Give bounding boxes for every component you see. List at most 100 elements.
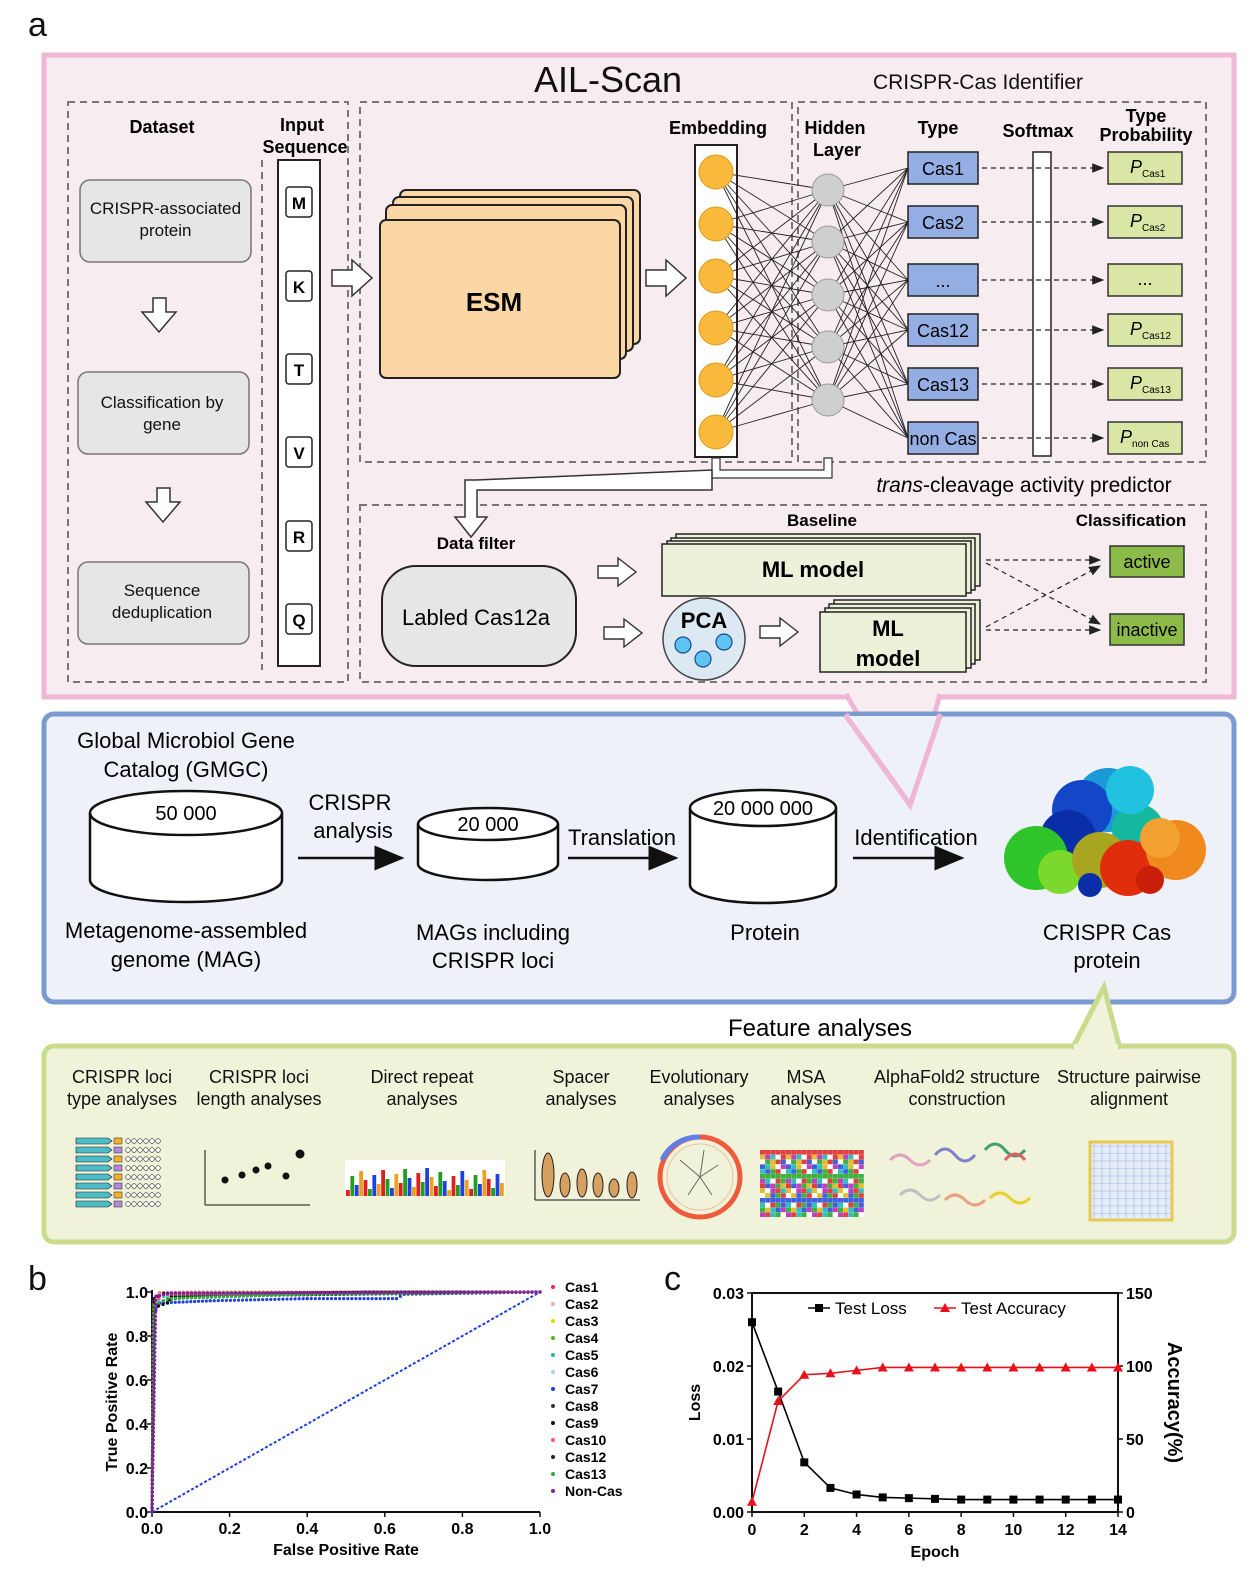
roc-point bbox=[265, 1293, 269, 1298]
roc-point bbox=[173, 1296, 178, 1300]
roc-point bbox=[314, 1291, 318, 1295]
roc-point bbox=[151, 1442, 155, 1446]
embedding-node bbox=[698, 154, 734, 190]
feature-4: Spacer analyses bbox=[545, 1067, 617, 1109]
roc-point bbox=[151, 1462, 155, 1466]
accuracy-point bbox=[956, 1362, 967, 1372]
roc-point bbox=[358, 1290, 362, 1295]
loss-y-tick-label: 0.01 bbox=[713, 1432, 744, 1449]
identifier-title: CRISPR-Cas Identifier bbox=[873, 71, 1083, 94]
type-box bbox=[907, 205, 979, 239]
roc-legend-marker bbox=[551, 1421, 555, 1425]
roc-point bbox=[154, 1294, 158, 1298]
loss-x-tick-label: 4 bbox=[852, 1522, 861, 1539]
roc-point bbox=[225, 1295, 229, 1299]
roc-point bbox=[185, 1296, 190, 1300]
type-label: Type bbox=[918, 118, 959, 138]
roc-point bbox=[153, 1346, 157, 1350]
class-active-box bbox=[1109, 545, 1185, 578]
type-label: non Cas bbox=[909, 429, 976, 449]
roc-point bbox=[382, 1297, 386, 1301]
roc-point bbox=[153, 1314, 158, 1318]
roc-point bbox=[152, 1410, 156, 1414]
roc-point bbox=[197, 1291, 202, 1295]
accuracy-point bbox=[851, 1365, 862, 1375]
arrow1-label-2: analysis bbox=[313, 818, 392, 843]
roc-point bbox=[454, 1290, 458, 1294]
roc-point bbox=[161, 1299, 165, 1303]
db-protein-value: 20 000 000 bbox=[713, 798, 813, 820]
roc-point bbox=[152, 1382, 156, 1386]
dataset-step-2: Classification by gene bbox=[100, 393, 224, 434]
prob-box bbox=[1107, 367, 1183, 401]
roc-legend-label: Cas9 bbox=[565, 1415, 599, 1431]
loss-x-label: Epoch bbox=[911, 1544, 960, 1561]
roc-point bbox=[374, 1297, 378, 1301]
roc-y-tick-label: 0.4 bbox=[126, 1417, 148, 1434]
ml-model-label-2-line1: ML bbox=[872, 616, 904, 641]
roc-point bbox=[193, 1291, 198, 1295]
roc-legend-label: Cas8 bbox=[565, 1398, 599, 1414]
loss-point bbox=[1087, 1495, 1096, 1504]
roc-point bbox=[157, 1297, 161, 1301]
roc-point bbox=[289, 1291, 294, 1295]
loss-x-tick-label: 10 bbox=[1005, 1522, 1023, 1539]
roc-legend-label: Cas2 bbox=[565, 1296, 599, 1312]
roc-point bbox=[277, 1291, 282, 1295]
embedding-node bbox=[698, 362, 734, 398]
db-mags-label-1: MAGs including bbox=[416, 920, 570, 945]
roc-point bbox=[153, 1326, 157, 1330]
roc-point bbox=[153, 1350, 157, 1354]
roc-point bbox=[285, 1291, 290, 1295]
roc-point bbox=[406, 1290, 410, 1294]
seq-letter-box bbox=[285, 353, 313, 385]
arrow1-label-1: CRISPR bbox=[308, 790, 391, 815]
roc-legend-label: Cas5 bbox=[565, 1347, 599, 1363]
acc-y-tick-label: 150 bbox=[1126, 1286, 1153, 1303]
filter-arrow bbox=[453, 469, 713, 539]
roc-point bbox=[201, 1295, 206, 1300]
roc-point bbox=[221, 1295, 225, 1299]
roc-point bbox=[213, 1291, 218, 1295]
esm-label: ESM bbox=[466, 287, 522, 317]
roc-legend-label: Cas6 bbox=[565, 1364, 599, 1380]
catalog-label-2: Catalog (GMGC) bbox=[103, 757, 268, 782]
roc-point bbox=[273, 1293, 277, 1297]
down-arrow-1 bbox=[140, 297, 178, 334]
accuracy-point bbox=[773, 1396, 784, 1406]
hidden-layer-label-2: Layer bbox=[813, 140, 861, 160]
roc-point bbox=[153, 1310, 158, 1314]
roc-point bbox=[229, 1291, 234, 1295]
protein-label-2: protein bbox=[1073, 948, 1140, 973]
roc-point bbox=[354, 1290, 358, 1295]
hidden-node bbox=[811, 173, 845, 207]
accuracy-point bbox=[1113, 1362, 1123, 1372]
roc-point bbox=[390, 1290, 394, 1295]
roc-point bbox=[228, 1298, 233, 1302]
seq-letter: R bbox=[293, 528, 305, 547]
down-arrow-2 bbox=[144, 487, 182, 524]
roc-point bbox=[466, 1290, 470, 1294]
prob-box bbox=[1107, 263, 1183, 297]
loss-x-tick-label: 14 bbox=[1109, 1522, 1127, 1539]
roc-point bbox=[277, 1297, 281, 1301]
roc-legend-marker bbox=[551, 1353, 555, 1357]
ail-scan-diagram: AIL-Scan CRISPR-Cas Identifier Dataset I… bbox=[41, 52, 1237, 1245]
roc-point bbox=[269, 1293, 273, 1297]
db-mag-label-1: Metagenome-assembled bbox=[65, 918, 307, 943]
accuracy-point bbox=[930, 1362, 940, 1372]
roc-point bbox=[318, 1291, 322, 1295]
roc-point bbox=[378, 1290, 382, 1295]
hidden-node bbox=[811, 383, 845, 417]
roc-point bbox=[269, 1297, 273, 1302]
roc-point bbox=[232, 1298, 237, 1302]
dataset-step-box-1 bbox=[79, 179, 252, 263]
roc-point bbox=[350, 1290, 354, 1295]
pca-label: PCA bbox=[681, 608, 728, 633]
roc-point bbox=[152, 1366, 157, 1370]
panel-label-a: a bbox=[28, 6, 47, 44]
roc-point bbox=[150, 1498, 154, 1502]
roc-point bbox=[261, 1291, 266, 1295]
roc-legend-label: Cas7 bbox=[565, 1381, 599, 1397]
roc-point bbox=[410, 1290, 414, 1294]
